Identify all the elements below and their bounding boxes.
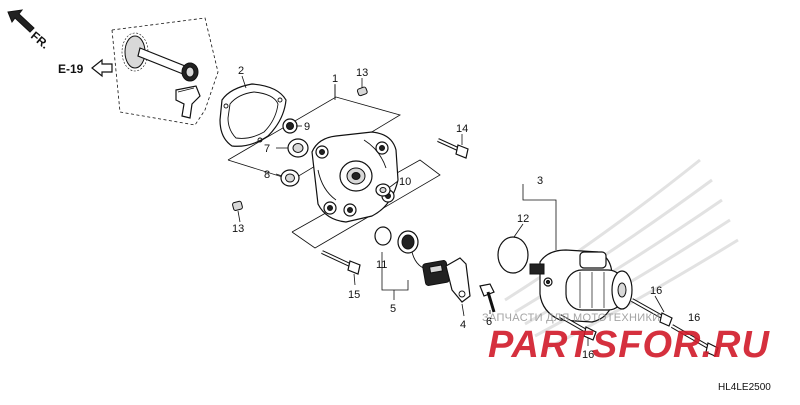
- callout-9: 9: [304, 121, 310, 133]
- direction-indicator: FR.: [7, 9, 52, 52]
- watermark-logo: ЗАПЧАСТИ ДЛЯ МОТОТЕХНИКИ PARTSFOR.RU: [482, 312, 770, 366]
- bolt-6: [479, 283, 496, 313]
- bolt-14: [437, 138, 469, 159]
- hollow-arrow-left-icon: [91, 58, 113, 78]
- bearing-7: [287, 138, 309, 158]
- callout-16-b: 16: [688, 312, 700, 324]
- bolt-16-b: [670, 324, 719, 357]
- o-ring-12: [497, 236, 529, 274]
- callouts: 2 1 13 9 7 8 10 14 3 12 13 11 5 15 4 6 1…: [232, 65, 700, 361]
- callout-6: 6: [486, 316, 492, 328]
- bolt-16-a: [631, 298, 673, 327]
- dowel-pin-top: [356, 86, 368, 97]
- diagram-code: HL4LE2500: [718, 382, 771, 393]
- reference-indicator: E-19: [58, 58, 113, 78]
- oil-seal-10: [375, 183, 391, 197]
- bolt-16-c: [559, 314, 597, 341]
- leader-lines: [237, 75, 665, 346]
- callout-15: 15: [348, 289, 360, 301]
- gear-group-outline: [111, 17, 219, 126]
- callout-16-c: 16: [582, 349, 594, 361]
- cover-group-bracket: [227, 96, 401, 181]
- callout-11: 11: [376, 259, 387, 271]
- logo-text: PARTSFOR.RU: [488, 324, 770, 366]
- callout-4: 4: [460, 319, 466, 331]
- bearing-8: [280, 169, 300, 187]
- bracket-4: [445, 257, 471, 303]
- callout-12: 12: [517, 213, 529, 225]
- callout-13-top: 13: [356, 67, 368, 79]
- cover-housing: [311, 131, 399, 223]
- callout-3: 3: [537, 175, 543, 187]
- sensor-5: [397, 230, 450, 286]
- callout-1: 1: [332, 73, 338, 85]
- o-ring-11: [374, 226, 392, 246]
- bolt-15: [321, 250, 361, 275]
- oil-seal-9: [282, 118, 298, 134]
- callout-16-a: 16: [650, 285, 662, 297]
- callout-10: 10: [399, 176, 411, 188]
- callout-13-bottom: 13: [232, 223, 244, 235]
- direction-label: FR.: [28, 29, 52, 52]
- dowel-pin-bottom: [232, 200, 243, 211]
- callout-8: 8: [264, 169, 270, 181]
- callout-7: 7: [264, 143, 270, 155]
- callout-14: 14: [456, 123, 468, 135]
- gear-shaft-assembly: [121, 32, 201, 119]
- callout-5: 5: [390, 303, 396, 315]
- gasket: [219, 83, 287, 147]
- arrow-up-left-icon: [7, 9, 35, 33]
- starter-motor-3: [529, 249, 633, 323]
- callout-2: 2: [238, 65, 244, 77]
- watermark-text: ЗАПЧАСТИ ДЛЯ МОТОТЕХНИКИ: [482, 312, 660, 324]
- reference-label: E-19: [58, 62, 84, 76]
